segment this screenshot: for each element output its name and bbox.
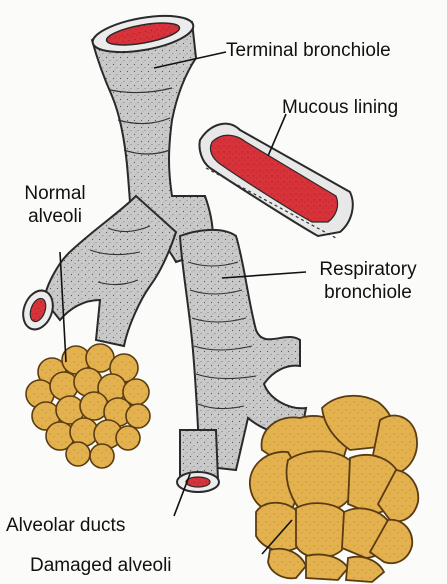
label-normal-alveoli: Normal alveoli xyxy=(10,182,100,228)
mucous-lining-cutaway xyxy=(199,124,352,238)
damaged-alveoli-cluster xyxy=(250,396,418,582)
alveolar-duct-tube xyxy=(177,430,219,492)
label-mucous-lining: Mucous lining xyxy=(282,96,398,119)
label-damaged-alveoli: Damaged alveoli xyxy=(30,554,172,577)
label-normal-alveoli-line2: alveoli xyxy=(10,205,100,228)
normal-alveoli-cluster xyxy=(26,344,150,468)
leader-mucous-lining xyxy=(268,114,286,156)
label-normal-alveoli-line1: Normal xyxy=(10,182,100,205)
label-terminal-bronchiole: Terminal bronchiole xyxy=(226,39,391,62)
label-respiratory-bronchiole: Respiratory bronchiole xyxy=(306,258,430,304)
label-respiratory-line1: Respiratory xyxy=(306,258,430,281)
label-alveolar-ducts: Alveolar ducts xyxy=(6,514,125,537)
label-respiratory-line2: bronchiole xyxy=(306,281,430,304)
